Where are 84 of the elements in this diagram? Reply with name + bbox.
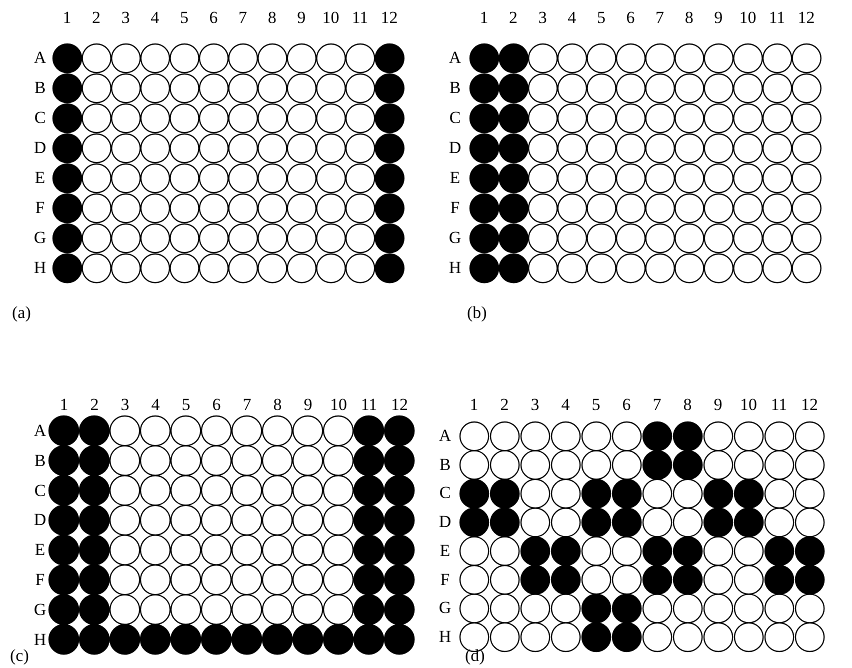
- column-number: 9: [304, 395, 312, 415]
- column-number: 10: [330, 395, 347, 415]
- column-number: 3: [538, 8, 547, 28]
- column-number: 4: [568, 8, 576, 28]
- column-number: 6: [622, 395, 631, 415]
- column-number: 10: [740, 395, 757, 415]
- row-letter: C: [449, 108, 461, 128]
- column-number: 6: [626, 8, 635, 28]
- column-number: 8: [683, 395, 692, 415]
- column-number: 1: [62, 8, 72, 28]
- row-letter: D: [34, 138, 46, 158]
- row-letter: E: [34, 540, 46, 560]
- column-number: 7: [652, 395, 662, 415]
- column-number: 10: [322, 8, 340, 28]
- column-number: 12: [380, 8, 398, 28]
- column-number: 12: [801, 395, 818, 415]
- panel-label: (c): [10, 646, 29, 666]
- column-number: 8: [268, 8, 276, 28]
- column-number: 5: [180, 8, 188, 28]
- row-letter: G: [448, 228, 462, 248]
- row-letter: C: [34, 480, 46, 501]
- row-letter: B: [34, 450, 46, 471]
- row-letter: B: [34, 78, 46, 98]
- row-letter: H: [438, 626, 452, 647]
- row-letter: B: [439, 454, 451, 475]
- row-letter: F: [35, 198, 45, 218]
- row-letter: H: [34, 630, 46, 650]
- row-letter: H: [34, 258, 46, 278]
- panel-label: (b): [467, 303, 487, 323]
- column-number: 9: [297, 8, 306, 28]
- column-number: 12: [391, 395, 408, 415]
- row-letter: A: [448, 48, 462, 68]
- column-number: 6: [212, 395, 221, 415]
- column-number: 12: [798, 8, 815, 28]
- row-letter: F: [35, 570, 45, 590]
- row-letter: D: [438, 512, 452, 532]
- row-letter: H: [448, 258, 462, 278]
- column-number: 4: [561, 395, 570, 415]
- row-letter: G: [34, 228, 46, 248]
- row-letter: F: [450, 198, 460, 218]
- row-letter: D: [448, 138, 462, 158]
- column-number: 3: [530, 395, 540, 415]
- column-number: 1: [60, 395, 68, 415]
- column-number: 5: [182, 395, 190, 415]
- column-number: 8: [684, 8, 694, 28]
- row-letter: E: [450, 168, 460, 188]
- row-letter: G: [438, 598, 452, 618]
- row-letter: D: [34, 510, 46, 530]
- column-number: 11: [768, 8, 786, 28]
- column-number: 4: [151, 395, 160, 415]
- column-number: 7: [242, 395, 252, 415]
- column-number: 11: [770, 395, 788, 415]
- row-letter: F: [440, 570, 450, 590]
- column-number: 5: [592, 395, 600, 415]
- column-number: 1: [480, 8, 488, 28]
- column-number: 8: [273, 395, 282, 415]
- column-number: 7: [238, 8, 248, 28]
- column-number: 3: [121, 8, 130, 28]
- column-number: 7: [656, 8, 664, 28]
- column-number: 11: [352, 8, 368, 28]
- panel-label: (d): [465, 646, 485, 666]
- column-number: 3: [120, 395, 130, 415]
- row-letter: A: [438, 426, 452, 446]
- column-number: 6: [209, 8, 218, 28]
- column-number: 10: [739, 8, 756, 28]
- panel-label: (a): [12, 303, 31, 323]
- row-letter: B: [449, 78, 461, 98]
- column-number: 2: [509, 8, 518, 28]
- column-number: 2: [500, 395, 509, 415]
- row-letter: A: [34, 48, 46, 68]
- column-number: 2: [90, 395, 99, 415]
- column-number: 9: [714, 8, 723, 28]
- row-letter: C: [34, 108, 46, 128]
- column-number: 9: [714, 395, 722, 415]
- row-letter: A: [34, 421, 46, 441]
- column-number: 11: [360, 395, 378, 415]
- row-letter: E: [34, 168, 46, 188]
- column-number: 4: [150, 8, 160, 28]
- row-letter: G: [34, 600, 46, 620]
- column-number: 5: [596, 8, 606, 28]
- column-number: 1: [470, 395, 478, 415]
- row-letter: E: [440, 540, 450, 561]
- column-number: 2: [92, 8, 101, 28]
- row-letter: C: [439, 483, 451, 504]
